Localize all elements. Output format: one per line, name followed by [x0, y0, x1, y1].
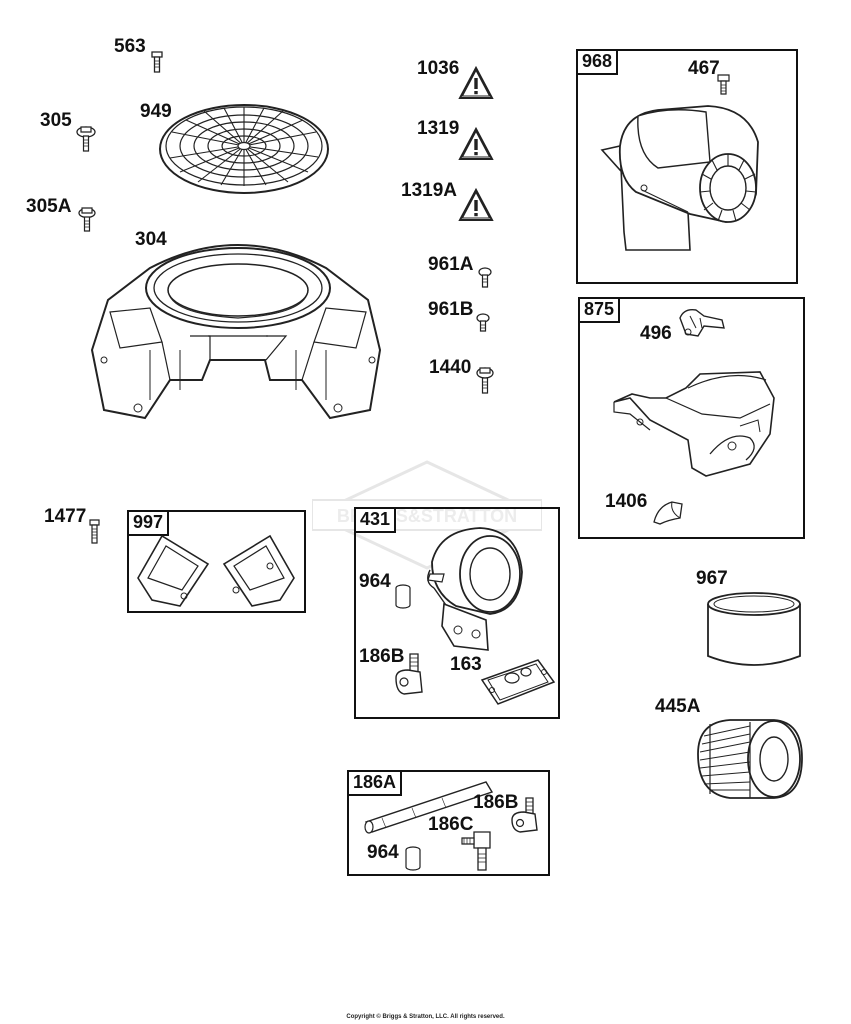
kit-box-968: 968 [576, 49, 798, 284]
kit-box-875: 875 [578, 297, 805, 539]
kit-tag-997: 997 [127, 510, 170, 536]
air-cleaner-cover-icon [600, 105, 759, 251]
part-label-1036: 1036 [417, 58, 460, 79]
pre-cleaner-icon [707, 592, 801, 666]
warning-triangle-icon [458, 126, 494, 160]
part-label-445a: 445A [655, 696, 701, 717]
flange-bolt-icon [78, 207, 96, 232]
rotating-screen-icon [159, 104, 329, 194]
part-label-1477: 1477 [44, 506, 87, 527]
part-label-305a: 305A [26, 196, 72, 217]
warning-triangle-icon [458, 187, 494, 221]
air-cleaner-base-tray-icon [613, 371, 775, 477]
part-label-186b: 186B [359, 646, 405, 667]
part-label-961a: 961A [428, 254, 474, 275]
elbow-fitting-icon [461, 831, 491, 871]
warning-triangle-icon [458, 65, 494, 99]
flange-bolt-icon [476, 367, 494, 394]
filter-element-icon [697, 719, 803, 799]
kit-tag-431: 431 [354, 507, 397, 533]
bolt-icon [89, 519, 100, 544]
hose-icon [364, 781, 494, 834]
part-label-305: 305 [40, 110, 72, 131]
kit-box-997: 997 [127, 510, 306, 613]
flange-bolt-icon [76, 126, 96, 152]
bolt-icon [478, 267, 492, 288]
part-label-1406: 1406 [605, 491, 648, 512]
part-label-967: 967 [696, 568, 728, 589]
seal-icon [653, 501, 683, 525]
part-label-304: 304 [135, 229, 167, 250]
part-label-964-kit: 964 [367, 842, 399, 863]
kit-tag-968: 968 [576, 49, 619, 75]
kit-box-431: 431 [354, 507, 560, 719]
part-label-186b-kit: 186B [473, 792, 519, 813]
clip-icon [679, 308, 725, 337]
part-label-1440: 1440 [429, 357, 472, 378]
kit-tag-186a: 186A [347, 770, 403, 796]
sleeve-icon [405, 846, 421, 871]
part-label-961b: 961B [428, 299, 474, 320]
part-label-964: 964 [359, 571, 391, 592]
kit-tag-875: 875 [578, 297, 621, 323]
bolt-icon [476, 313, 490, 332]
bolt-icon [717, 74, 730, 95]
part-label-949: 949 [140, 101, 172, 122]
part-label-1319a: 1319A [401, 180, 457, 201]
kit-box-186a: 186A [347, 770, 550, 876]
part-label-467: 467 [688, 58, 720, 79]
part-label-563: 563 [114, 36, 146, 57]
bolt-icon [151, 51, 163, 73]
part-label-1319: 1319 [417, 118, 460, 139]
fitting-icon [511, 797, 538, 833]
fitting-icon [395, 653, 423, 695]
part-label-496: 496 [640, 323, 672, 344]
part-label-186c: 186C [428, 814, 474, 835]
baffle-pair-icon [137, 534, 295, 607]
copyright-text: Copyright © Briggs & Stratton, LLC. All … [346, 1014, 505, 1020]
part-label-163: 163 [450, 654, 482, 675]
gasket-icon [480, 659, 556, 705]
sleeve-icon [395, 584, 411, 609]
blower-housing-icon [90, 244, 382, 420]
air-cleaner-base-icon [427, 527, 523, 651]
